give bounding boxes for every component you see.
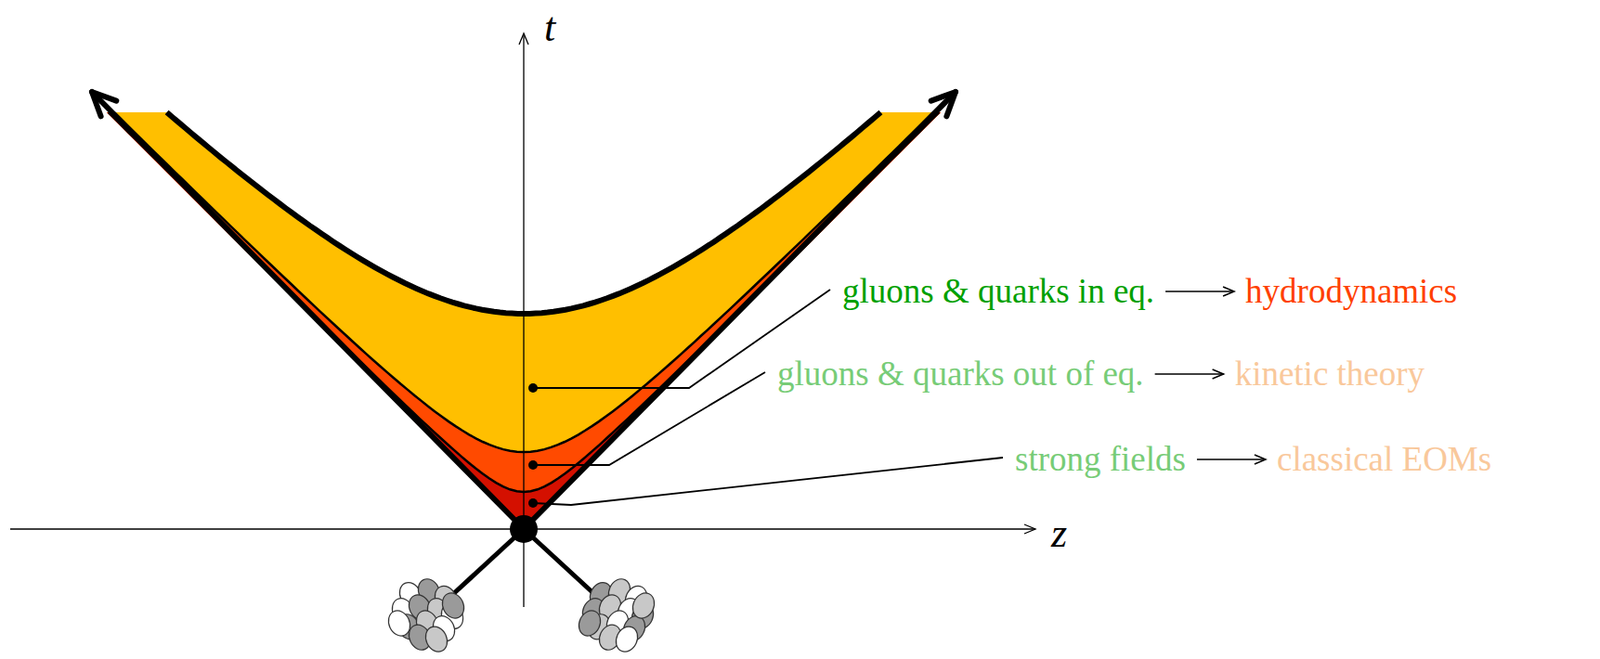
hyperbola	[114, 112, 935, 453]
axis-arrowhead	[1024, 524, 1036, 534]
axes	[10, 33, 1036, 608]
axis-label: z	[1051, 513, 1067, 555]
maps-to-arrow	[1196, 458, 1266, 461]
leader-dot	[528, 460, 538, 470]
nucleon	[628, 589, 659, 623]
arrowhead	[931, 91, 956, 117]
nucleon	[611, 623, 642, 656]
leader-dot	[528, 383, 538, 393]
method-label: hydrodynamics	[1245, 273, 1457, 309]
arrowhead	[91, 91, 117, 117]
stage-label: gluons & quarks out of eq.	[777, 356, 1145, 391]
nucleus-track	[453, 529, 524, 595]
stage-label: strong fields	[1014, 442, 1186, 477]
method-label: classical EOMs	[1276, 442, 1492, 477]
leader-dot	[528, 498, 538, 508]
light-cone-line	[91, 91, 524, 530]
nucleon	[421, 623, 452, 656]
arrowhead	[1212, 369, 1224, 379]
axis-arrowhead	[519, 33, 529, 45]
maps-to-arrow	[1165, 290, 1235, 293]
maps-to-arrow	[1155, 373, 1224, 376]
leader-line	[533, 457, 1003, 506]
arrowhead	[1222, 286, 1235, 297]
leader-line	[533, 372, 766, 466]
stage-label: gluons & quarks in eq.	[842, 273, 1155, 309]
light-cone	[91, 91, 956, 530]
collision-point	[509, 515, 538, 544]
nucleon	[438, 589, 469, 623]
arrowhead	[1254, 455, 1266, 465]
axis-label: t	[544, 7, 556, 49]
nuclei	[384, 575, 659, 656]
hyperbola	[108, 112, 939, 493]
nucleon	[574, 607, 605, 640]
light-cone-line	[523, 91, 956, 530]
freezeout-hyperbola	[167, 112, 882, 314]
method-label: kinetic theory	[1235, 356, 1425, 391]
nucleon	[384, 607, 415, 640]
leader-lines	[528, 289, 1003, 508]
nucleus-track	[523, 529, 595, 595]
